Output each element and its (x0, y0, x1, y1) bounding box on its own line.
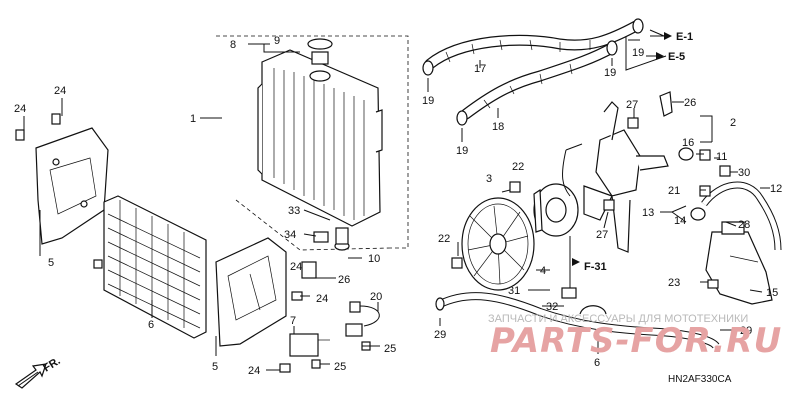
callout-33: 33 (288, 205, 300, 217)
callout-29: 29 (434, 329, 446, 341)
bolt-22-b (451, 257, 463, 269)
front-arrow (14, 363, 47, 389)
cap-14 (690, 207, 706, 221)
assembly-frame (216, 35, 409, 249)
hose-18 (460, 42, 618, 120)
bracket-lower (215, 237, 287, 347)
callout-6: 6 (148, 319, 154, 331)
callout-11: 11 (716, 151, 727, 163)
ref-f31: F-31 (584, 261, 607, 273)
ref-e1: E-1 (676, 31, 693, 43)
hose-17 (424, 20, 642, 70)
callout-labels: 8 9 1 24 24 5 6 33 34 10 26 24 20 24 7 2… (14, 35, 782, 377)
callout-19: 19 (604, 67, 616, 79)
clamp-32 (579, 305, 607, 315)
callout-12: 12 (770, 183, 782, 195)
watermark-tagline: ЗАПЧАСТИ И АКСЕССУАРЫ ДЛЯ МОТОТЕХНИКИ (488, 313, 748, 325)
callout-24: 24 (290, 261, 302, 273)
small-parts-right (603, 91, 731, 211)
callout-15: 15 (766, 287, 778, 299)
cooling-fan (461, 197, 535, 291)
callout-24: 24 (248, 365, 260, 377)
callout-27: 27 (626, 99, 638, 111)
overflow-tube (438, 292, 720, 349)
diagram-code: HN2AF330CA (668, 374, 732, 385)
callout-19: 19 (632, 47, 644, 59)
callout-32: 32 (546, 301, 558, 313)
callout-5: 5 (48, 257, 54, 269)
callout-26: 26 (338, 274, 350, 286)
callout-24: 24 (14, 103, 26, 115)
hose-clamps-19 (422, 18, 644, 126)
callout-24: 24 (316, 293, 328, 305)
bolt-23 (707, 279, 719, 289)
callout-10: 10 (368, 253, 380, 265)
callout-8: 8 (230, 39, 236, 51)
callout-28: 28 (738, 219, 750, 231)
reference-arrows (572, 32, 672, 266)
callout-26: 26 (684, 97, 696, 109)
callout-25: 25 (384, 343, 396, 355)
callout-5: 5 (212, 361, 218, 373)
callout-9: 9 (274, 35, 280, 47)
callout-20: 20 (370, 291, 382, 303)
tank-hose-28 (701, 181, 782, 251)
callout-19: 19 (456, 145, 468, 157)
callout-17: 17 (474, 63, 486, 75)
watermark-logo: PARTS-FOR.RU (490, 321, 782, 361)
callout-25: 25 (334, 361, 346, 373)
radiator (257, 49, 383, 227)
bracket-upper-left (35, 127, 109, 245)
screw-24-top (15, 113, 61, 141)
callout-14: 14 (674, 215, 686, 227)
callout-18: 18 (492, 121, 504, 133)
relay-7 (289, 333, 330, 357)
callout-3: 3 (486, 173, 492, 185)
callout-7: 7 (290, 315, 296, 327)
callout-22: 22 (512, 161, 524, 173)
radiator-grille-screen (103, 195, 207, 339)
callout-21: 21 (668, 185, 680, 197)
callout-27: 27 (596, 229, 608, 241)
clip-29 (435, 297, 445, 311)
clip-26-lower (301, 261, 317, 279)
fan-switch-20 (345, 301, 380, 337)
radiator-cap (307, 38, 333, 82)
bolt-21 (699, 185, 711, 197)
callout-24: 24 (54, 85, 66, 97)
ref-e5: E-5 (668, 51, 685, 63)
callout-4: 4 (540, 265, 546, 277)
callout-19: 19 (422, 95, 434, 107)
ref-front: FR. (41, 355, 62, 375)
fan-motor (533, 143, 583, 299)
callout-2: 2 (730, 117, 736, 129)
drain-bolt-34 (313, 231, 329, 243)
reserve-tank (705, 221, 773, 305)
callout-29: 29 (740, 325, 752, 337)
callout-22: 22 (438, 233, 450, 245)
callout-30: 30 (738, 167, 750, 179)
thermostat-housing (583, 101, 669, 253)
callout-31: 31 (508, 285, 520, 297)
callout-16: 16 (682, 137, 694, 149)
callout-1: 1 (190, 113, 196, 125)
callout-13: 13 (642, 207, 654, 219)
callout-23: 23 (668, 277, 680, 289)
washer-10 (334, 227, 350, 251)
callout-6: 6 (594, 357, 600, 369)
callout-34: 34 (284, 229, 296, 241)
bolt-22-a (509, 181, 521, 193)
leader-lines (23, 43, 770, 371)
